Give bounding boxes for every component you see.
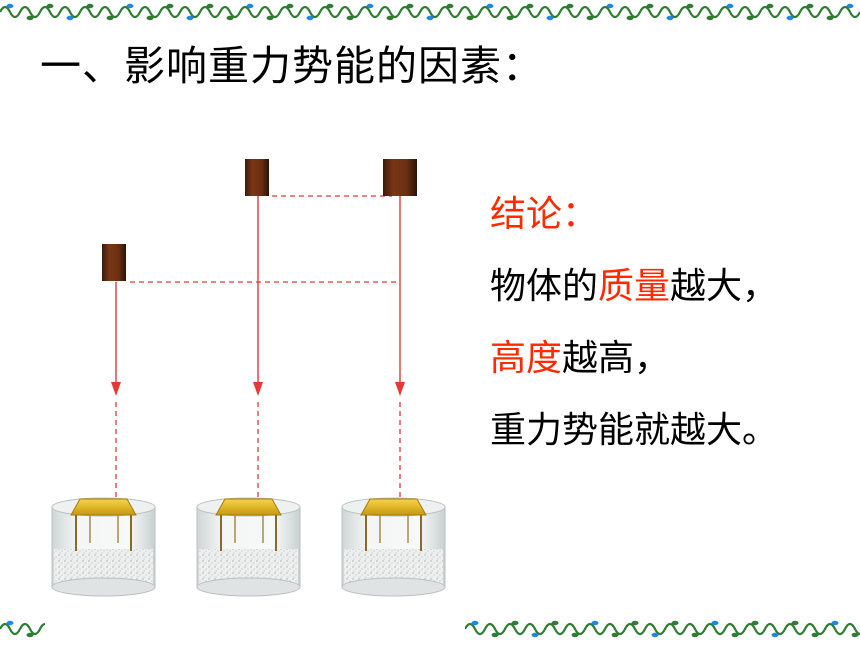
weight-block-icon xyxy=(102,244,126,281)
conclusion-text: 越大， xyxy=(670,266,779,307)
weight-block-icon xyxy=(383,159,417,196)
drop-column-3 xyxy=(383,159,417,502)
sand-container-table-icon xyxy=(196,497,301,597)
conclusion-line-mass: 物体的质量越大， xyxy=(490,267,778,307)
conclusion-line-height: 高度越高， xyxy=(490,339,778,379)
bottom-left-vine-border xyxy=(0,620,45,638)
slide-title: 一、影响重力势能的因素： xyxy=(40,42,544,90)
conclusion-text: 物体的 xyxy=(490,266,599,307)
experiment-illustration xyxy=(51,159,446,597)
conclusion-block: 结论： 物体的质量越大， 高度越高， 重力势能就越大。 xyxy=(490,195,778,483)
keyword-mass: 质量 xyxy=(598,266,671,307)
sand-container-table-icon xyxy=(341,497,446,597)
conclusion-text: 越高， xyxy=(562,338,671,379)
bottom-right-vine-border xyxy=(465,620,860,638)
weight-block-icon xyxy=(245,159,269,196)
conclusion-line-result: 重力势能就越大。 xyxy=(490,410,779,451)
sand-container-table-icon xyxy=(51,497,156,597)
drop-column-1 xyxy=(102,244,126,502)
conclusion-heading: 结论： xyxy=(490,194,599,235)
top-vine-border xyxy=(0,3,860,21)
keyword-height: 高度 xyxy=(490,338,563,379)
drop-column-2 xyxy=(245,159,269,502)
